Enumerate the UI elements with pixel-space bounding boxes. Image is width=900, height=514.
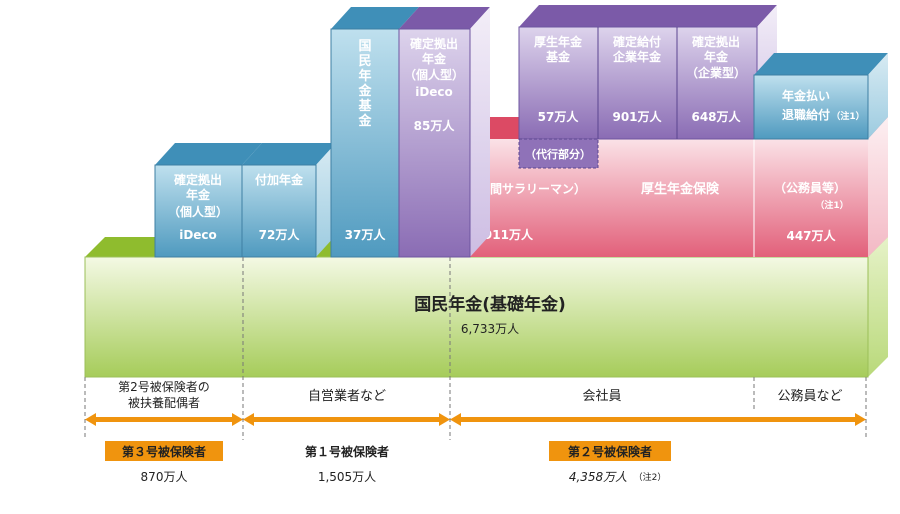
- kokumin-kikin-char5: 基: [357, 98, 372, 114]
- db-line2: 企業年金: [612, 49, 662, 64]
- national-pension-title: 国民年金(基礎年金): [414, 294, 566, 315]
- ideco-left-line1: 確定拠出: [174, 172, 222, 187]
- daiko-label: （代行部分）: [525, 147, 591, 161]
- db-count: 901万人: [612, 109, 662, 124]
- insured-type2-count: 4,358万人: [569, 470, 627, 484]
- arrow-type3: [85, 413, 243, 426]
- dc-corp-count: 648万人: [691, 109, 741, 124]
- kokumin-kikin-char1: 国: [358, 39, 371, 54]
- kosei-civil-note: （注1）: [815, 199, 848, 211]
- insured-type1-label: 第１号被保険者: [305, 444, 389, 459]
- insured-type3: 第３号被保険者 870万人: [105, 441, 223, 484]
- insured-type1-count: 1,505万人: [318, 470, 376, 484]
- kosei-kikin-count: 57万人: [538, 109, 580, 124]
- kokumin-kikin-char6: 金: [357, 113, 372, 129]
- fuka-nenkin-count: 72万人: [259, 227, 301, 242]
- kokumin-kikin-block: 国 民 年 金 基 金 37万人: [330, 7, 419, 258]
- kosei-civil-label: （公務員等）: [774, 180, 846, 195]
- arrow-type1: [243, 413, 450, 426]
- kokumin-kikin-char4: 金: [357, 83, 372, 99]
- dc-corp-line2: 年金: [704, 49, 729, 64]
- separators: [84, 257, 867, 440]
- range-arrows: [85, 413, 866, 426]
- insured-type2-label: 第２号被保険者: [568, 444, 652, 459]
- ideco-left-block: 確定拠出 年金 （個人型） iDeco: [154, 143, 262, 258]
- ideco-mid-count: 85万人: [414, 118, 456, 133]
- kokumin-kikin-char2: 民: [358, 54, 371, 69]
- category-civil-servant: 公務員など: [777, 389, 842, 404]
- category-employee: 会社員: [582, 388, 621, 404]
- insured-type2: 第２号被保険者 4,358万人 （注2）: [549, 441, 671, 484]
- kosei-hoken-title: 厚生年金保険: [641, 181, 720, 197]
- kosei-civil-count: 447万人: [786, 228, 836, 243]
- fuka-nenkin-title: 付加年金: [255, 172, 304, 187]
- ideco-mid-line3: （個人型）: [404, 67, 464, 82]
- insured-type3-label: 第３号被保険者: [122, 444, 206, 459]
- insured-type3-count: 870万人: [141, 470, 188, 484]
- ideco-left-line2: 年金: [186, 187, 211, 202]
- category-spouse-line1: 第2号被保険者の: [118, 380, 210, 394]
- taishoku-note: （注1）: [831, 110, 864, 122]
- national-pension-count: 6,733万人: [461, 322, 519, 336]
- taishoku-line2: 退職給付: [782, 107, 830, 122]
- category-self-employed: 自営業者など: [308, 388, 386, 404]
- ideco-left-line3: （個人型）: [168, 204, 228, 219]
- kosei-kikin-line1: 厚生年金: [534, 34, 583, 49]
- dc-corp-line3: （企業型）: [686, 65, 746, 80]
- corporate-pension-group: 厚生年金 基金 57万人 確定給付 企業年金 901万人 確定拠出 年金 （企業…: [518, 5, 777, 140]
- daiko-block: （代行部分）: [518, 138, 599, 169]
- kokumin-kikin-char3: 年: [358, 68, 371, 84]
- insured-type2-note: （注2）: [634, 471, 667, 483]
- ideco-mid-line1: 確定拠出: [410, 36, 458, 51]
- dc-corp-line1: 確定拠出: [692, 34, 740, 49]
- db-line1: 確定給付: [613, 34, 661, 49]
- category-spouse-line2: 被扶養配偶者: [128, 395, 200, 410]
- ideco-left-line4: iDeco: [179, 228, 217, 242]
- kosei-kikin-line2: 基金: [545, 49, 571, 64]
- kokumin-kikin-count: 37万人: [345, 227, 387, 242]
- kosei-workers-label: （民間サラリーマン）: [466, 181, 586, 196]
- ideco-mid-line2: 年金: [422, 51, 447, 66]
- national-pension-block: 国民年金(基礎年金) 6,733万人: [84, 237, 888, 378]
- insured-type1: 第１号被保険者 1,505万人: [305, 444, 389, 484]
- taishoku-line1: 年金払い: [782, 88, 830, 103]
- ideco-mid-block: 確定拠出 年金 （個人型） iDeco 85万人: [398, 7, 490, 258]
- ideco-mid-line4: iDeco: [415, 85, 453, 99]
- arrow-type2: [450, 413, 866, 426]
- fuka-nenkin-block: 付加年金 72万人: [241, 143, 336, 258]
- taishoku-block: 年金払い 退職給付 （注1）: [753, 53, 888, 140]
